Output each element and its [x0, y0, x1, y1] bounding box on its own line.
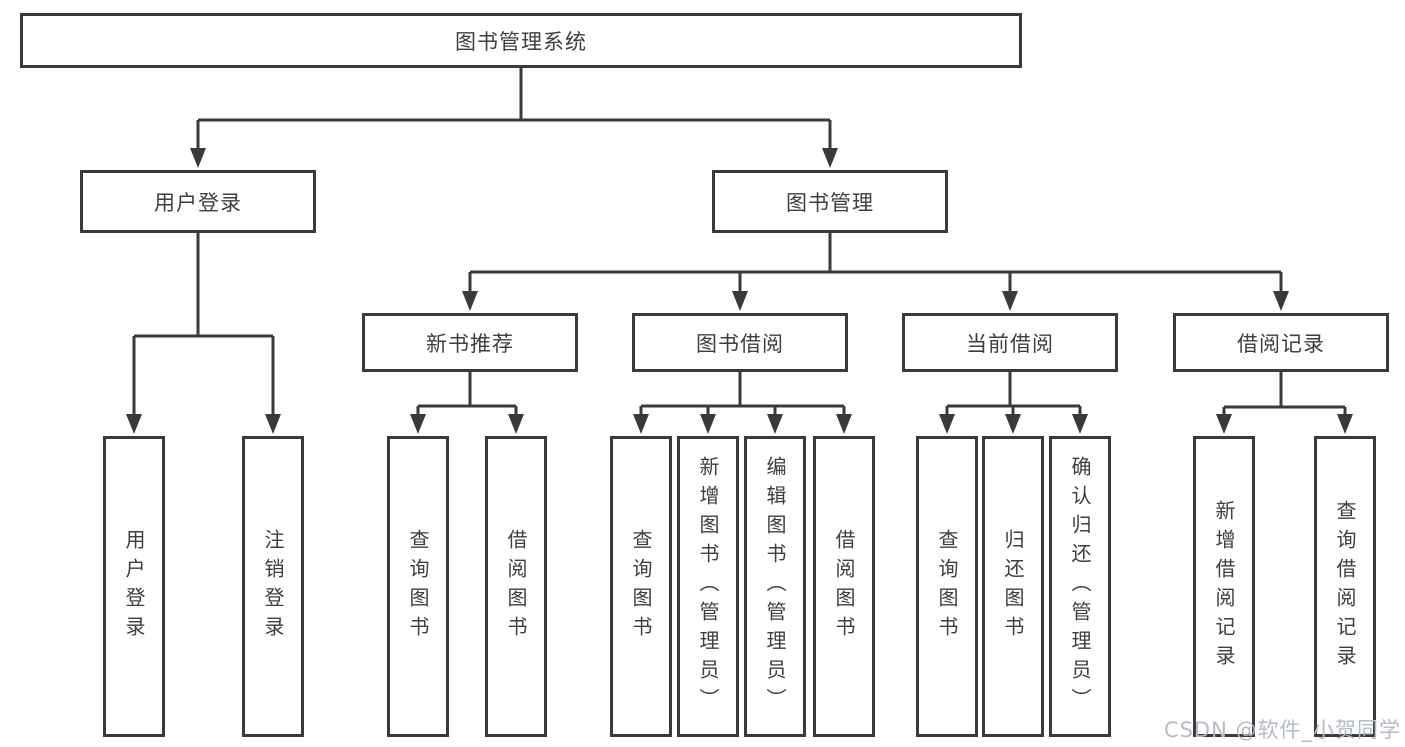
connector-root-to-level2	[196, 68, 832, 152]
node-current-borrowing: 当前借阅	[902, 313, 1118, 372]
leaf-logout: 注销登录	[242, 436, 304, 737]
node-borrowing-records: 借阅记录	[1173, 313, 1389, 372]
node-label: 借阅图书	[504, 528, 528, 645]
node-book-management-branch: 图书管理	[712, 170, 948, 233]
node-book-borrowing: 图书借阅	[632, 313, 848, 372]
connector-records-to-leaves	[1222, 372, 1347, 418]
node-label: 新增借阅记录	[1212, 499, 1236, 674]
csdn-watermark: CSDN @软件_小贺同学	[1163, 718, 1401, 742]
leaf-user-login: 用户登录	[103, 436, 165, 737]
node-label: 归还图书	[1001, 528, 1025, 645]
node-root-library-management-system: 图书管理系统	[20, 13, 1022, 68]
node-label: 查询借阅记录	[1333, 499, 1357, 674]
connector-current-to-leaves	[945, 372, 1082, 418]
leaf-query-borrowing-record: 查询借阅记录	[1314, 436, 1376, 737]
node-label: 图书管理系统	[455, 29, 587, 54]
node-label: 查询图书	[935, 528, 959, 645]
connector-borrowing-to-leaves	[639, 372, 846, 418]
node-label: 查询图书	[406, 528, 430, 645]
leaf-confirm-return-admin: 确认归还（管理员）	[1049, 436, 1111, 737]
arrowheads-root-to-level2	[190, 148, 838, 168]
leaf-query-books-current: 查询图书	[916, 436, 978, 737]
leaf-edit-books-admin: 编辑图书（管理员）	[744, 436, 806, 737]
node-label: 注销登录	[261, 528, 285, 645]
connector-newbooks-to-leaves	[416, 372, 518, 418]
arrowheads-userlogin-to-leaves	[126, 414, 281, 434]
leaf-return-books: 归还图书	[982, 436, 1044, 737]
leaf-borrow-books-borrowing: 借阅图书	[813, 436, 875, 737]
connector-userlogin-to-leaves	[132, 233, 275, 418]
node-label: 确认归还（管理员）	[1068, 456, 1092, 717]
node-label: 图书管理	[786, 190, 874, 215]
arrowheads-current-to-leaves	[939, 414, 1088, 434]
node-label: 用户登录	[122, 528, 146, 645]
connector-bookmgmt-to-level3	[468, 233, 1283, 295]
node-label: 新增图书（管理员）	[696, 456, 720, 717]
node-new-book-recommendation: 新书推荐	[362, 313, 578, 372]
arrowheads-records-to-leaves	[1216, 414, 1353, 434]
node-label: 图书借阅	[696, 331, 784, 356]
leaf-add-borrowing-record: 新增借阅记录	[1193, 436, 1255, 737]
node-label: 借阅记录	[1237, 331, 1325, 356]
arrowheads-borrowing-to-leaves	[633, 414, 852, 434]
arrowheads-bookmgmt-to-level3	[462, 291, 1289, 311]
leaf-query-books-borrowing: 查询图书	[610, 436, 672, 737]
leaf-query-books-newbooks: 查询图书	[387, 436, 449, 737]
node-label: 借阅图书	[832, 528, 856, 645]
node-label: 当前借阅	[966, 331, 1054, 356]
leaf-borrow-books-newbooks: 借阅图书	[485, 436, 547, 737]
leaf-add-books-admin: 新增图书（管理员）	[677, 436, 739, 737]
node-label: 查询图书	[629, 528, 653, 645]
node-label: 用户登录	[154, 190, 242, 215]
node-label: 新书推荐	[426, 331, 514, 356]
node-label: 编辑图书（管理员）	[763, 456, 787, 717]
node-user-login-branch: 用户登录	[80, 170, 316, 233]
arrowheads-newbooks-to-leaves	[410, 414, 524, 434]
